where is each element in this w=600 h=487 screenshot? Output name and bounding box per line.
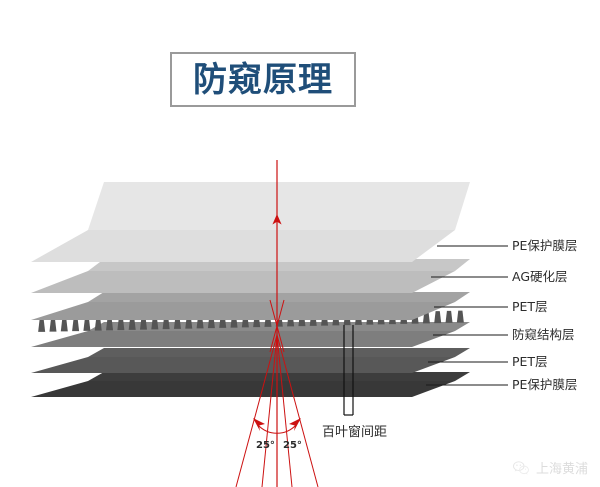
watermark: 上海黄浦 (512, 458, 588, 477)
layer-slab-privacy (31, 322, 470, 347)
layer-slab-pet-top (31, 292, 470, 320)
layer-label-pet-bottom: PET层 (512, 354, 548, 369)
louver-pitch-measure (343, 325, 354, 416)
louver-fin (72, 319, 80, 332)
louver-fin (445, 310, 453, 323)
light-ray-group (235, 160, 319, 487)
louver-fin (94, 318, 102, 331)
louver-fin (434, 311, 442, 324)
ray-arrowhead-right (289, 418, 301, 431)
louver-fin (49, 319, 57, 332)
ray-arrowhead-left (253, 418, 265, 431)
layer-label-ag-hard: AG硬化层 (512, 269, 568, 284)
layer-slab-pe-top (31, 182, 470, 262)
ray-arrowhead-up (272, 214, 282, 225)
layer-label-pe-top: PE保护膜层 (512, 238, 578, 253)
louver-fin (162, 317, 170, 330)
wechat-icon (513, 460, 529, 474)
louver-fin (128, 317, 136, 330)
layer-label-privacy: 防窥结构层 (512, 327, 575, 342)
louver-fin (106, 318, 114, 331)
layer-label-pet-top: PET层 (512, 299, 548, 314)
louver-fin (83, 318, 91, 331)
louver-fin (151, 317, 159, 330)
page-title-box: 防窥原理 (170, 52, 356, 107)
louver-fin (456, 310, 464, 323)
label-leader-lines (426, 245, 508, 386)
louver-fin (117, 318, 125, 331)
angle-label-right: 25° (283, 440, 302, 451)
layer-slab-ag-hard (31, 259, 470, 293)
louver-fin (38, 319, 46, 332)
layer-label-pe-bottom: PE保护膜层 (512, 377, 578, 392)
layer-slab-pet-bottom (31, 348, 470, 373)
layer-slab-pe-bottom (31, 372, 470, 397)
louver-pitch-label: 百叶窗间距 (322, 425, 388, 440)
louver-fin (60, 319, 68, 332)
page-title: 防窥原理 (193, 59, 333, 100)
louver-fin (140, 317, 147, 330)
angle-label-left: 25° (256, 440, 275, 451)
watermark-text: 上海黄浦 (535, 462, 588, 477)
